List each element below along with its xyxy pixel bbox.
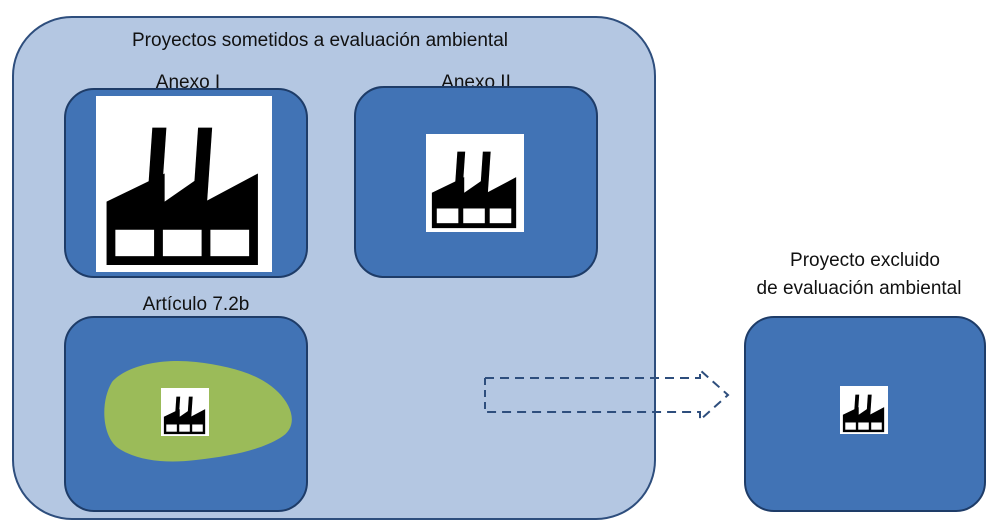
factory-icon xyxy=(426,134,524,232)
factory-icon xyxy=(161,388,209,436)
factory-icon xyxy=(96,96,272,272)
factory-icon xyxy=(840,386,888,434)
anexo-1-label: Anexo I xyxy=(155,72,221,93)
dashed-arrow xyxy=(484,370,730,423)
excluded-label-line1: Proyecto excluido xyxy=(790,250,940,271)
container-title: Proyectos sometidos a evaluación ambient… xyxy=(132,30,508,51)
articulo-7-2b-label: Artículo 7.2b xyxy=(142,294,250,315)
excluded-label-line2: de evaluación ambiental xyxy=(756,278,962,299)
